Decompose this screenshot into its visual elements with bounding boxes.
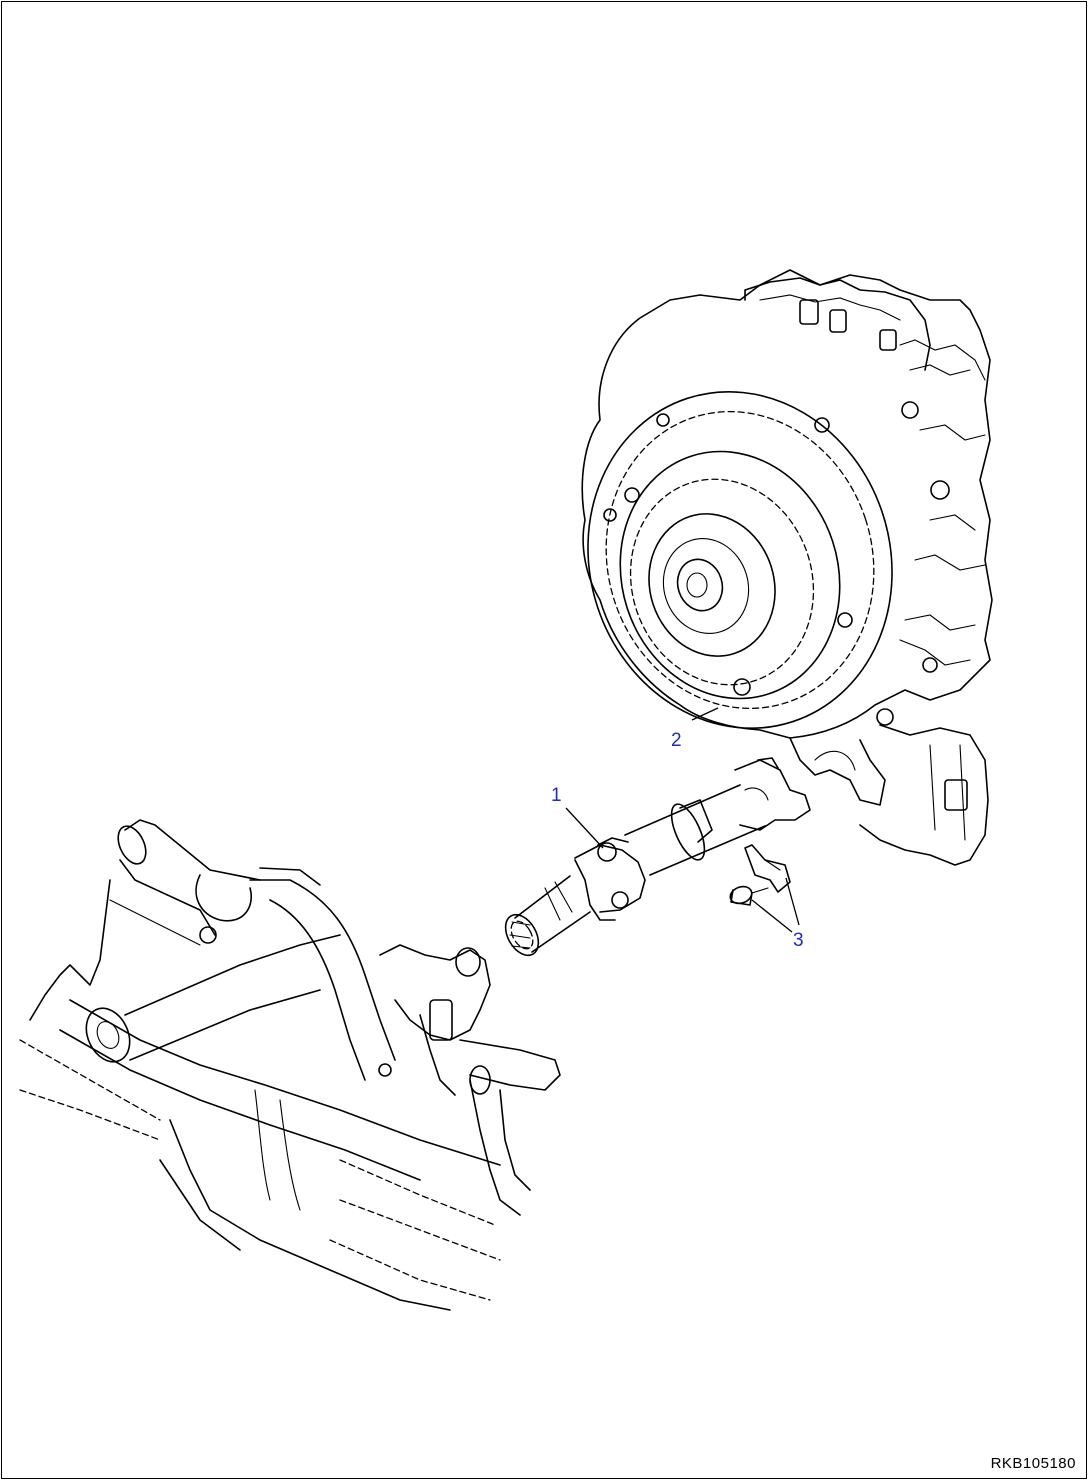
- leader-line-part-3-a: [785, 877, 800, 926]
- front-axle-frame: [19, 819, 561, 1311]
- leader-line-part-2: [691, 707, 719, 721]
- callout-part-2: 2: [671, 730, 682, 751]
- leader-line-part-1: [565, 807, 604, 849]
- leader-lines: [565, 707, 800, 933]
- transmission-assembly: [581, 269, 993, 866]
- callout-part-1: 1: [551, 785, 562, 806]
- bolt-and-washer-set: [729, 844, 791, 906]
- drive-shaft: [504, 757, 811, 957]
- callout-part-3: 3: [793, 930, 804, 951]
- leader-line-part-3-b: [751, 899, 793, 933]
- drawing-code-label: RKB105180: [990, 1455, 1076, 1472]
